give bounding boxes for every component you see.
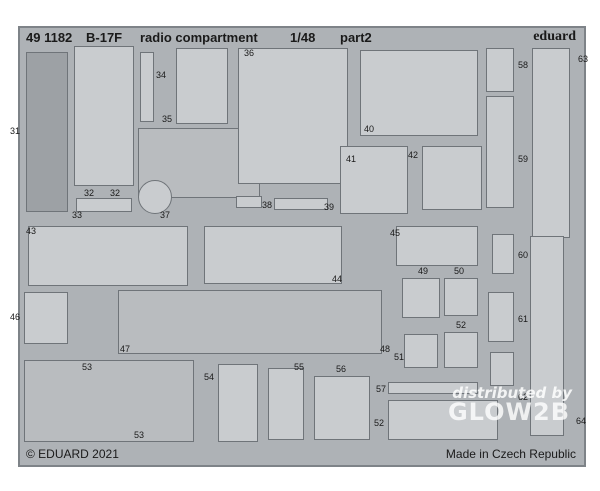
- part-40: [360, 50, 478, 136]
- part-number-56: 56: [336, 364, 347, 374]
- part-number-53b: 53: [134, 430, 145, 440]
- part-number-61: 61: [518, 314, 529, 324]
- part-51: [404, 334, 438, 368]
- part-number-37: 37: [160, 210, 171, 220]
- part-number-54: 54: [204, 372, 215, 382]
- part-number-38: 38: [262, 200, 273, 210]
- watermark-logo: GLOW2B: [447, 398, 570, 426]
- part-number-36: 36: [244, 48, 255, 58]
- part-number-57: 57: [376, 384, 387, 394]
- part-52-bottom: [388, 400, 498, 440]
- part-35-box: [176, 48, 228, 124]
- part-61: [488, 292, 514, 342]
- part-number-51: 51: [394, 352, 405, 362]
- part-number-52b: 52: [374, 418, 385, 428]
- kit-number: 49 1182: [26, 30, 73, 45]
- part-number-40: 40: [364, 124, 375, 134]
- brand-logo: eduard: [533, 29, 576, 44]
- part-39: [274, 198, 328, 210]
- part-31-grille: [26, 52, 68, 212]
- part-55: [268, 368, 304, 440]
- part-number-49: 49: [418, 266, 429, 276]
- part-number-47: 47: [120, 344, 131, 354]
- part-36-main: [238, 48, 348, 184]
- origin-text: Made in Czech Republic: [445, 447, 576, 461]
- part-number-52a: 52: [456, 320, 467, 330]
- part-number-58: 58: [518, 60, 529, 70]
- part-56: [314, 376, 370, 440]
- part-50: [444, 278, 478, 316]
- part-33-strip: [76, 198, 132, 212]
- part-49: [402, 278, 440, 318]
- part-45: [396, 226, 478, 266]
- part-32-panel: [74, 46, 134, 186]
- part-number-53a: 53: [82, 362, 93, 372]
- part-47-48: [118, 290, 382, 354]
- part-52-top: [444, 332, 478, 368]
- part-number-46: 46: [10, 312, 21, 322]
- set-name-label: radio compartment: [140, 30, 258, 45]
- part-number-43: 43: [26, 226, 37, 236]
- part-number-55: 55: [294, 362, 305, 372]
- part-number-63: 63: [578, 54, 589, 64]
- part-64: [530, 236, 564, 436]
- part-number-42: 42: [408, 150, 419, 160]
- part-60: [492, 234, 514, 274]
- part-number-41: 41: [346, 154, 357, 164]
- scale-label: 1/48: [290, 30, 316, 45]
- part-number-32b: 32: [110, 188, 121, 198]
- copyright-text: © EDUARD 2021: [26, 447, 119, 461]
- part-57: [388, 382, 478, 394]
- part-number-33: 33: [72, 210, 83, 220]
- part-38: [236, 196, 262, 208]
- part-number-59: 59: [518, 154, 529, 164]
- part-number-39: 39: [324, 202, 335, 212]
- part-53: [24, 360, 194, 442]
- part-number-60: 60: [518, 250, 529, 260]
- part-number-64: 64: [576, 416, 587, 426]
- part-number-62: 62: [518, 392, 529, 402]
- part-46: [24, 292, 68, 344]
- part-41: [340, 146, 408, 214]
- part-number-48: 48: [380, 344, 391, 354]
- part-34-strip: [140, 52, 154, 122]
- part-62: [490, 352, 514, 386]
- watermark-line1: distributed by: [452, 384, 572, 402]
- part-44: [204, 226, 342, 284]
- part-number-44: 44: [332, 274, 343, 284]
- part-number-50: 50: [454, 266, 465, 276]
- part-58: [486, 48, 514, 92]
- part-54: [218, 364, 258, 442]
- part-number-34: 34: [156, 70, 167, 80]
- part-number-32a: 32: [84, 188, 95, 198]
- subject-label: B-17F: [86, 30, 123, 45]
- part-63: [532, 48, 570, 238]
- part-37-round: [138, 180, 172, 214]
- part-59: [486, 96, 514, 208]
- part-label: part2: [340, 30, 372, 45]
- part-42: [422, 146, 482, 210]
- part-43: [28, 226, 188, 286]
- part-number-35: 35: [162, 114, 173, 124]
- part-number-45: 45: [390, 228, 401, 238]
- part-number-31: 31: [10, 126, 21, 136]
